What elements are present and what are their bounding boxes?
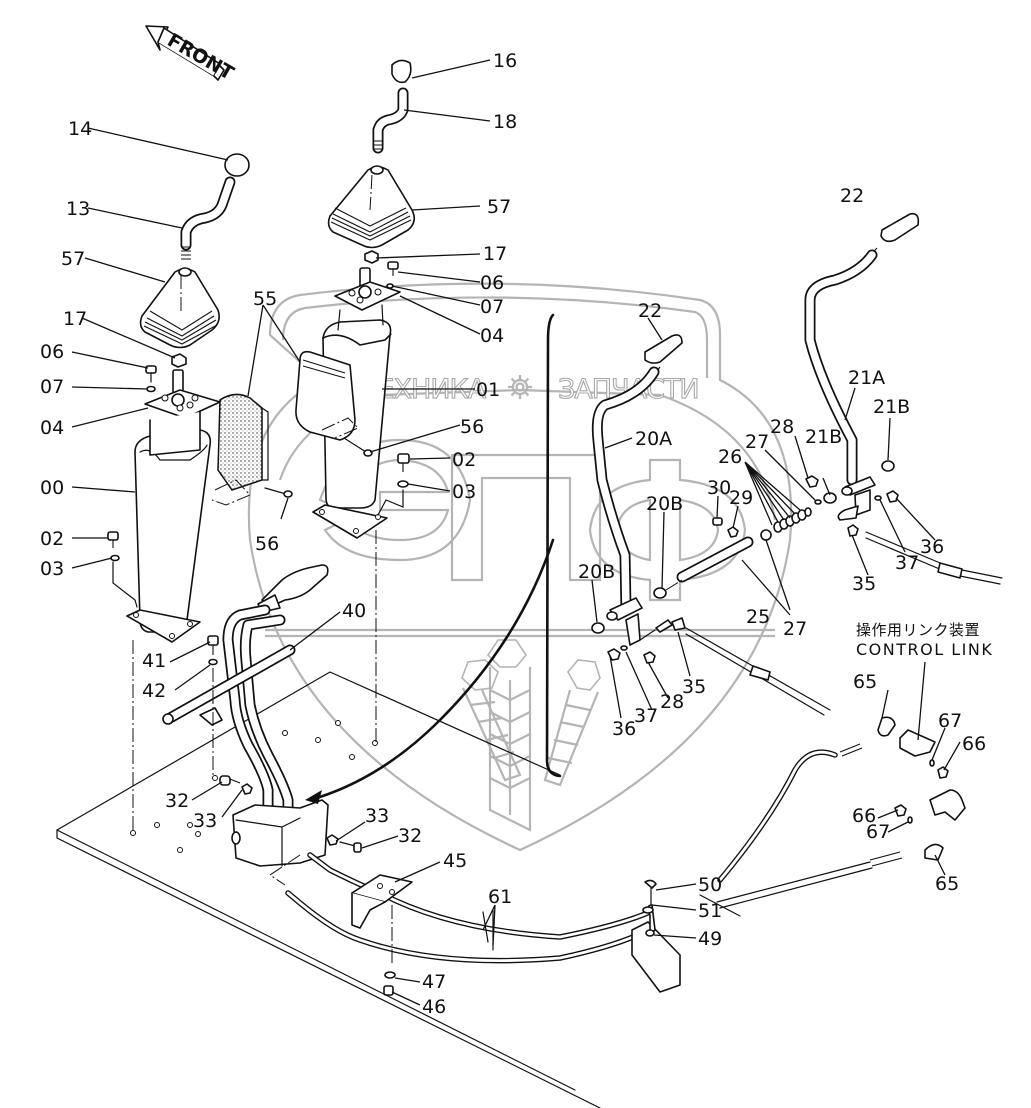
lever-base-box: [232, 799, 329, 867]
callout-01: 01: [476, 379, 500, 401]
callout-18: 18: [493, 111, 517, 133]
callout-33-right: 33: [365, 805, 389, 827]
callout-46: 46: [422, 996, 446, 1018]
callout-25: 25: [746, 606, 770, 628]
callout-42: 42: [142, 680, 166, 702]
callout-66-lower: 66: [852, 805, 876, 827]
callout-27-upper: 27: [745, 431, 769, 453]
boot-57-center: [327, 166, 416, 249]
callout-67-lower: 67: [866, 821, 890, 843]
callout-35-right: 35: [852, 573, 876, 595]
callout-56-center: 56: [460, 416, 484, 438]
callout-33-left: 33: [193, 810, 217, 832]
lever-20a-assembly: [591, 334, 831, 716]
callout-04-left: 04: [40, 417, 64, 439]
callout-21A: 21A: [848, 367, 885, 389]
callout-30: 30: [707, 477, 731, 499]
watermark-bolts: [461, 639, 601, 832]
callout-14: 14: [68, 118, 92, 140]
callout-28-center: 28: [660, 691, 684, 713]
callout-49: 49: [698, 928, 722, 950]
callout-13: 13: [66, 198, 90, 220]
callout-04-center: 04: [480, 325, 504, 347]
spring-set-26: [773, 507, 812, 533]
callout-37-right: 37: [895, 552, 919, 574]
callout-66-upper: 66: [962, 733, 986, 755]
callout-26: 26: [718, 446, 742, 468]
grip-22-right: [880, 212, 920, 243]
callout-50: 50: [698, 874, 722, 896]
callout-57-center: 57: [487, 196, 511, 218]
knob-16: [391, 59, 412, 84]
section-caption-japanese: 操作用リンク装置: [856, 621, 981, 639]
knob-14: [224, 153, 250, 177]
callout-00: 00: [40, 477, 64, 499]
callout-47: 47: [422, 971, 446, 993]
boot-57-left: [139, 268, 220, 349]
callout-51: 51: [698, 900, 722, 922]
floor-plate: [56, 671, 601, 1108]
callout-32-left: 32: [165, 790, 189, 812]
callout-21B-lower: 21B: [805, 426, 842, 448]
bottom-lever-assembly: [162, 313, 562, 867]
callout-07-left: 07: [40, 376, 64, 398]
callout-67-upper: 67: [938, 710, 962, 732]
callout-17-left: 17: [63, 308, 87, 330]
lever-21a-assembly: [773, 212, 1003, 585]
callout-29: 29: [729, 487, 753, 509]
cover-55: [217, 393, 263, 491]
section-caption-english: CONTROL LINK: [856, 640, 994, 659]
front-label: FRONT: [163, 29, 237, 84]
callout-22-center: 22: [638, 300, 662, 322]
callout-03-center: 03: [452, 481, 476, 503]
callout-65-lower: 65: [935, 873, 959, 895]
leader-lines: [71, 59, 961, 1006]
callout-20B-upper: 20B: [646, 493, 683, 515]
watermark-letter-p: [450, 453, 602, 582]
watermark-letter-e: [318, 438, 472, 562]
callout-22-right: 22: [840, 185, 864, 207]
callout-17-center: 17: [483, 243, 507, 265]
callout-06-left: 06: [40, 341, 64, 363]
watermark-shield-outline: [247, 282, 793, 852]
left-control-stand: [107, 153, 293, 830]
callout-02-center: 02: [452, 449, 476, 471]
callout-35-center: 35: [682, 676, 706, 698]
callout-56-left: 56: [255, 533, 279, 555]
callout-07-center: 07: [480, 296, 504, 318]
callout-36-center: 36: [612, 718, 636, 740]
center-control-stand: [295, 59, 416, 745]
callout-03-left: 03: [40, 558, 64, 580]
callout-27-lower: 27: [783, 618, 807, 640]
callout-41: 41: [142, 650, 166, 672]
callout-21B-upper: 21B: [873, 396, 910, 418]
callout-40: 40: [342, 600, 366, 622]
callout-06-center: 06: [480, 272, 504, 294]
callout-16: 16: [493, 50, 517, 72]
callout-02-left: 02: [40, 528, 64, 550]
callout-36-right: 36: [920, 536, 944, 558]
callout-32-right: 32: [398, 825, 422, 847]
front-marker: FRONT: [145, 25, 237, 85]
callout-28-right: 28: [770, 416, 794, 438]
callout-55: 55: [253, 288, 277, 310]
callout-57-left: 57: [61, 248, 85, 270]
callout-labels: 14 13 57 17 06 07 04 00 02 03 55 56 16 1…: [40, 50, 986, 1018]
callout-65-upper: 65: [853, 671, 877, 693]
callout-20B-lower: 20B: [578, 561, 615, 583]
callout-45: 45: [443, 850, 467, 872]
gear-icon: [508, 375, 532, 399]
callout-20A: 20A: [635, 428, 672, 450]
control-link-assembly: [699, 716, 966, 917]
callout-61: 61: [488, 886, 512, 908]
callout-37-center: 37: [634, 705, 658, 727]
